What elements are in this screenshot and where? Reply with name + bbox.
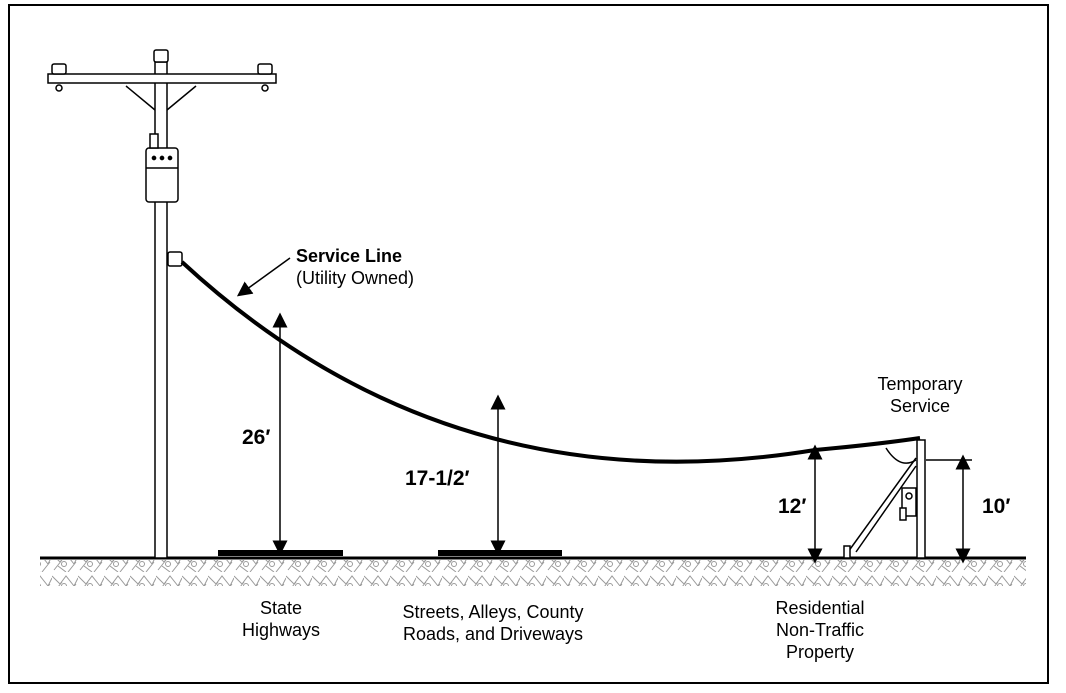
service-line-leader <box>236 257 291 297</box>
service-clamp-icon <box>167 251 183 267</box>
category-residential-1: Residential <box>775 598 865 618</box>
pole-height-value: 10′ <box>982 495 1011 518</box>
category-state-highways-2: Highways <box>241 620 321 640</box>
insulator-icon <box>51 49 273 92</box>
service-line-title: Service Line <box>296 246 403 266</box>
category-state-highways-1: State <box>259 598 303 618</box>
street-road <box>438 550 562 556</box>
category-streets-1: Streets, Alleys, County <box>402 602 584 622</box>
clearance-value-12: 12′ <box>778 495 807 518</box>
clearance-value-17: 17-1/2′ <box>405 467 470 490</box>
temporary-service-label-2: Service <box>889 396 951 416</box>
clearance-arrows <box>272 312 972 564</box>
category-streets-2: Roads, and Driveways <box>402 624 584 644</box>
temporary-service-pole <box>843 439 926 559</box>
service-line-subtitle: (Utility Owned) <box>296 268 415 288</box>
service-line-cable <box>180 260 921 464</box>
clearance-value-26: 26′ <box>242 426 271 449</box>
category-residential-2: Non-Traffic <box>775 620 865 640</box>
ground <box>40 556 1026 586</box>
category-residential-3: Property <box>785 642 855 662</box>
transformer-icon <box>145 133 179 203</box>
temporary-service-label-1: Temporary <box>877 374 963 394</box>
state-highway-road <box>218 550 343 556</box>
utility-pole <box>47 49 277 559</box>
